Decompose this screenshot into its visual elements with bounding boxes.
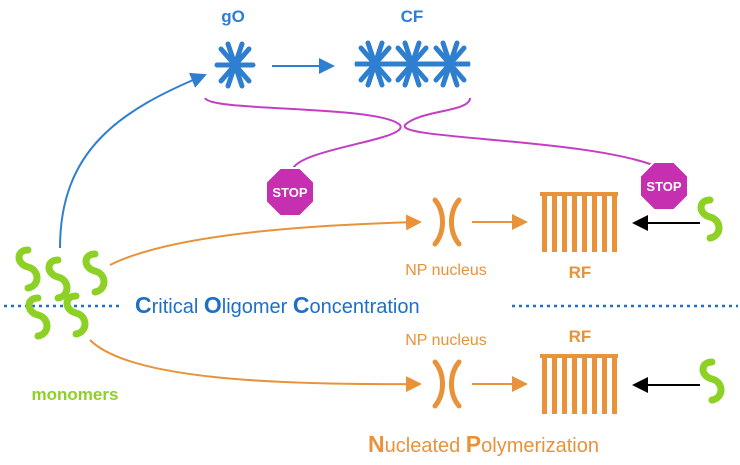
monomer-to-nucleus-arrow-upper: [109, 214, 422, 266]
monomer-icon-upper-right: [701, 200, 719, 238]
stop-sign-left: STOP: [265, 167, 315, 217]
monomers-cluster-icon: [19, 250, 104, 336]
stop-sign-right: STOP: [639, 161, 689, 211]
rf-label-upper: RF: [569, 263, 592, 282]
curvilinear-fibril-icon: [355, 43, 470, 85]
globular-oligomer-icon: [217, 44, 253, 86]
coc-label: Critical Oligomer Concentration: [135, 292, 420, 318]
np-nucleus-label-upper: NP nucleus: [405, 262, 487, 279]
np-nucleus-icon-upper: [435, 200, 459, 244]
cf-label: CF: [401, 7, 424, 26]
stop-text-left: STOP: [272, 185, 307, 200]
np-nucleus-icon-lower: [435, 362, 459, 406]
go-label: gO: [221, 7, 245, 26]
monomer-icon-lower-right: [703, 362, 721, 400]
nucleated-polymerization-label: Nucleated Polymerization: [368, 431, 599, 457]
inhibition-line-right: [403, 97, 666, 171]
inhibition-line-left: [204, 97, 402, 171]
stop-text-right: STOP: [646, 179, 681, 194]
monomers-label: monomers: [32, 385, 119, 404]
monomer-to-nucleus-arrow-lower: [89, 339, 422, 393]
np-nucleus-label-lower: NP nucleus: [405, 332, 487, 349]
rf-label-lower: RF: [569, 327, 592, 346]
monomer-to-go-arrow: [59, 72, 207, 249]
rigid-fibril-icon-upper: [540, 192, 618, 252]
rigid-fibril-icon-lower: [540, 354, 618, 414]
